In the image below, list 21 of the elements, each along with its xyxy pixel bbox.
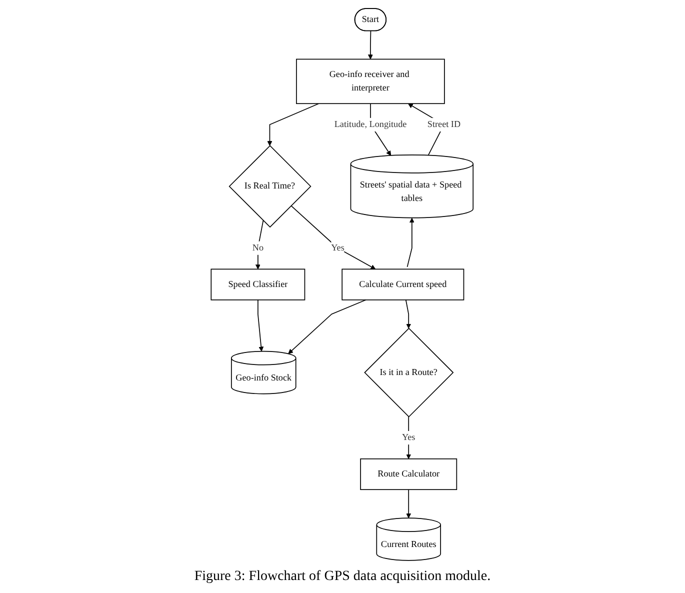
arrow: [256, 220, 264, 270]
arrow: [406, 489, 412, 518]
node-box: Geo-info receiver and interpreter: [296, 58, 446, 104]
arrow: [258, 299, 264, 352]
figure-caption: Figure 3: Flowchart of GPS data acquisition module.: [194, 569, 491, 585]
arrow: [407, 218, 415, 268]
arrow: [368, 30, 374, 60]
node-diamond: Is Real Time?: [229, 145, 312, 228]
edge-label: Yes: [402, 432, 416, 442]
arrow: [406, 299, 412, 329]
node-diamond: Is it in a Route?: [364, 328, 454, 418]
node-box: Speed Classifier: [211, 268, 306, 300]
node-box: Route Calculator: [360, 458, 458, 490]
arrow: [288, 299, 367, 354]
edge-label: Latitude, Longitude: [334, 120, 408, 130]
edge-label: Yes: [332, 242, 345, 253]
edge-label: No: [252, 242, 264, 253]
arrow: [291, 205, 376, 270]
arrow: [268, 103, 320, 146]
edge-label: Street ID: [428, 120, 461, 130]
node-box: Calculate Current speed: [342, 268, 465, 300]
